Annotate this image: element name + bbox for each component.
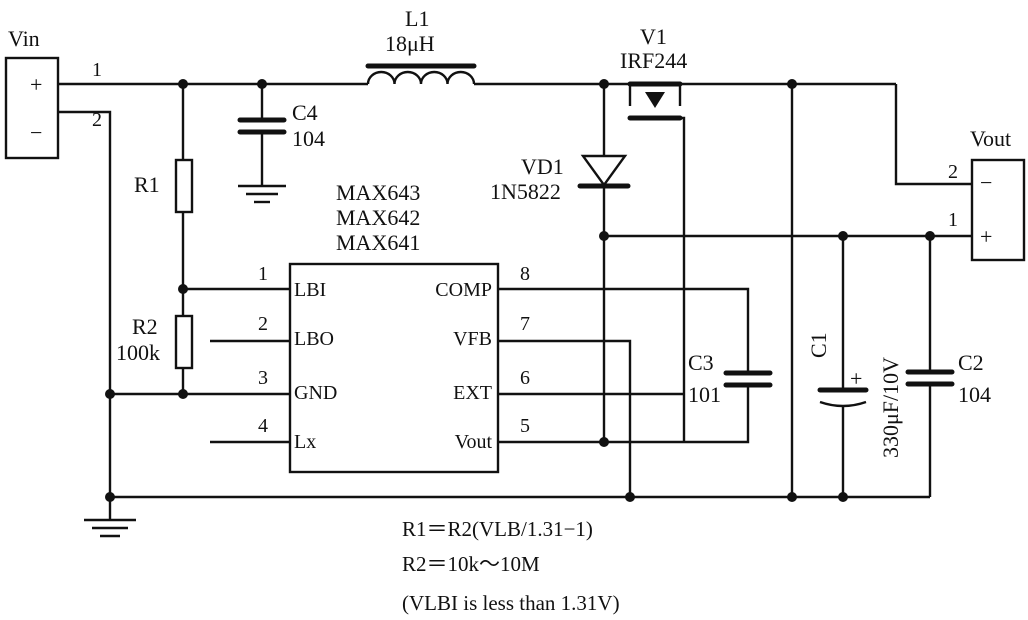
r1-resistor xyxy=(174,158,194,214)
ic-pin-num-7: 7 xyxy=(520,313,530,335)
vout-plus-sign: + xyxy=(980,224,992,249)
ic-pin-num-3: 3 xyxy=(258,367,268,389)
vin-pin-1: 1 xyxy=(92,59,102,81)
ic-name-2: MAX642 xyxy=(336,205,420,230)
vout-pin-1: 1 xyxy=(948,209,958,231)
r2-label: R2 xyxy=(132,314,158,339)
ic-pin-num-2: 2 xyxy=(258,313,268,335)
c1-value: 330μF/10V xyxy=(878,357,903,458)
v1-part: IRF244 xyxy=(620,48,687,73)
vin-minus-sign: − xyxy=(30,120,42,145)
formula-r1: R1＝R2(VLB/1.31−1) xyxy=(402,517,593,541)
ic-pin-num-1: 1 xyxy=(258,263,268,285)
ic-name-1: MAX643 xyxy=(336,180,420,205)
ic-pin-label-lx: Lx xyxy=(294,431,316,453)
ic-pin-num-5: 5 xyxy=(520,415,530,437)
vin-plus-sign: + xyxy=(30,72,42,97)
ic-pin-num-8: 8 xyxy=(520,263,530,285)
c3-label: C3 xyxy=(688,350,714,375)
ic-pin-label-comp: COMP xyxy=(435,279,492,301)
c2-value: 104 xyxy=(958,382,991,407)
vout-minus-wire xyxy=(894,84,972,186)
ic-name-3: MAX641 xyxy=(336,230,420,255)
c4-value: 104 xyxy=(292,126,325,151)
c2-capacitor xyxy=(905,236,955,497)
junction-dots xyxy=(105,79,935,502)
vin-connector: Vin + − 1 2 xyxy=(4,26,102,160)
vd1-diode xyxy=(577,84,631,442)
c1-capacitor xyxy=(817,236,869,497)
vfb-wire xyxy=(498,339,632,497)
ic-pin-label-vout: Vout xyxy=(455,431,493,453)
c1-plus-sign: + xyxy=(850,366,862,391)
formula-vlbi-note: (VLBI is less than 1.31V) xyxy=(402,591,620,615)
comp-wire xyxy=(498,287,750,373)
ic-pin-label-vfb: VFB xyxy=(453,328,492,350)
vin-pin-2: 2 xyxy=(92,109,102,131)
v1-label: V1 xyxy=(640,24,667,49)
vd1-part: 1N5822 xyxy=(490,179,561,204)
c4-label: C4 xyxy=(292,100,318,125)
ic-pin-num-4: 4 xyxy=(258,415,268,437)
l1-value: 18μH xyxy=(385,31,435,56)
ic-pin-label-gnd: GND xyxy=(294,382,337,404)
vout-connector: Vout − + 2 1 xyxy=(948,126,1026,262)
vout-label: Vout xyxy=(970,126,1011,151)
ic-body xyxy=(288,262,500,474)
ground-symbol-main xyxy=(84,497,136,538)
vd1-label: VD1 xyxy=(521,154,564,179)
ic-pin-label-lbo: LBO xyxy=(294,328,334,350)
c1-label: C1 xyxy=(806,332,831,358)
vout-pin-wire xyxy=(498,385,750,444)
c2-label: C2 xyxy=(958,350,984,375)
r2-resistor xyxy=(174,314,194,370)
r1-label: R1 xyxy=(134,172,160,197)
vout-pin-2: 2 xyxy=(948,161,958,183)
c4-capacitor xyxy=(237,84,287,204)
vin-return-wire xyxy=(58,110,112,497)
r2-value: 100k xyxy=(116,340,160,365)
l1-label: L1 xyxy=(405,6,429,31)
l1-inductor xyxy=(365,63,477,85)
ic-pin-num-6: 6 xyxy=(520,367,530,389)
c3-value: 101 xyxy=(688,382,721,407)
vout-minus-sign: − xyxy=(980,170,992,195)
formula-r2-range: R2＝10k～10M xyxy=(402,552,540,576)
ic-pin-label-ext: EXT xyxy=(453,382,492,404)
c3-capacitor xyxy=(723,370,773,388)
ic-pin-label-lbi: LBI xyxy=(294,279,326,301)
vin-label: Vin xyxy=(8,26,40,51)
